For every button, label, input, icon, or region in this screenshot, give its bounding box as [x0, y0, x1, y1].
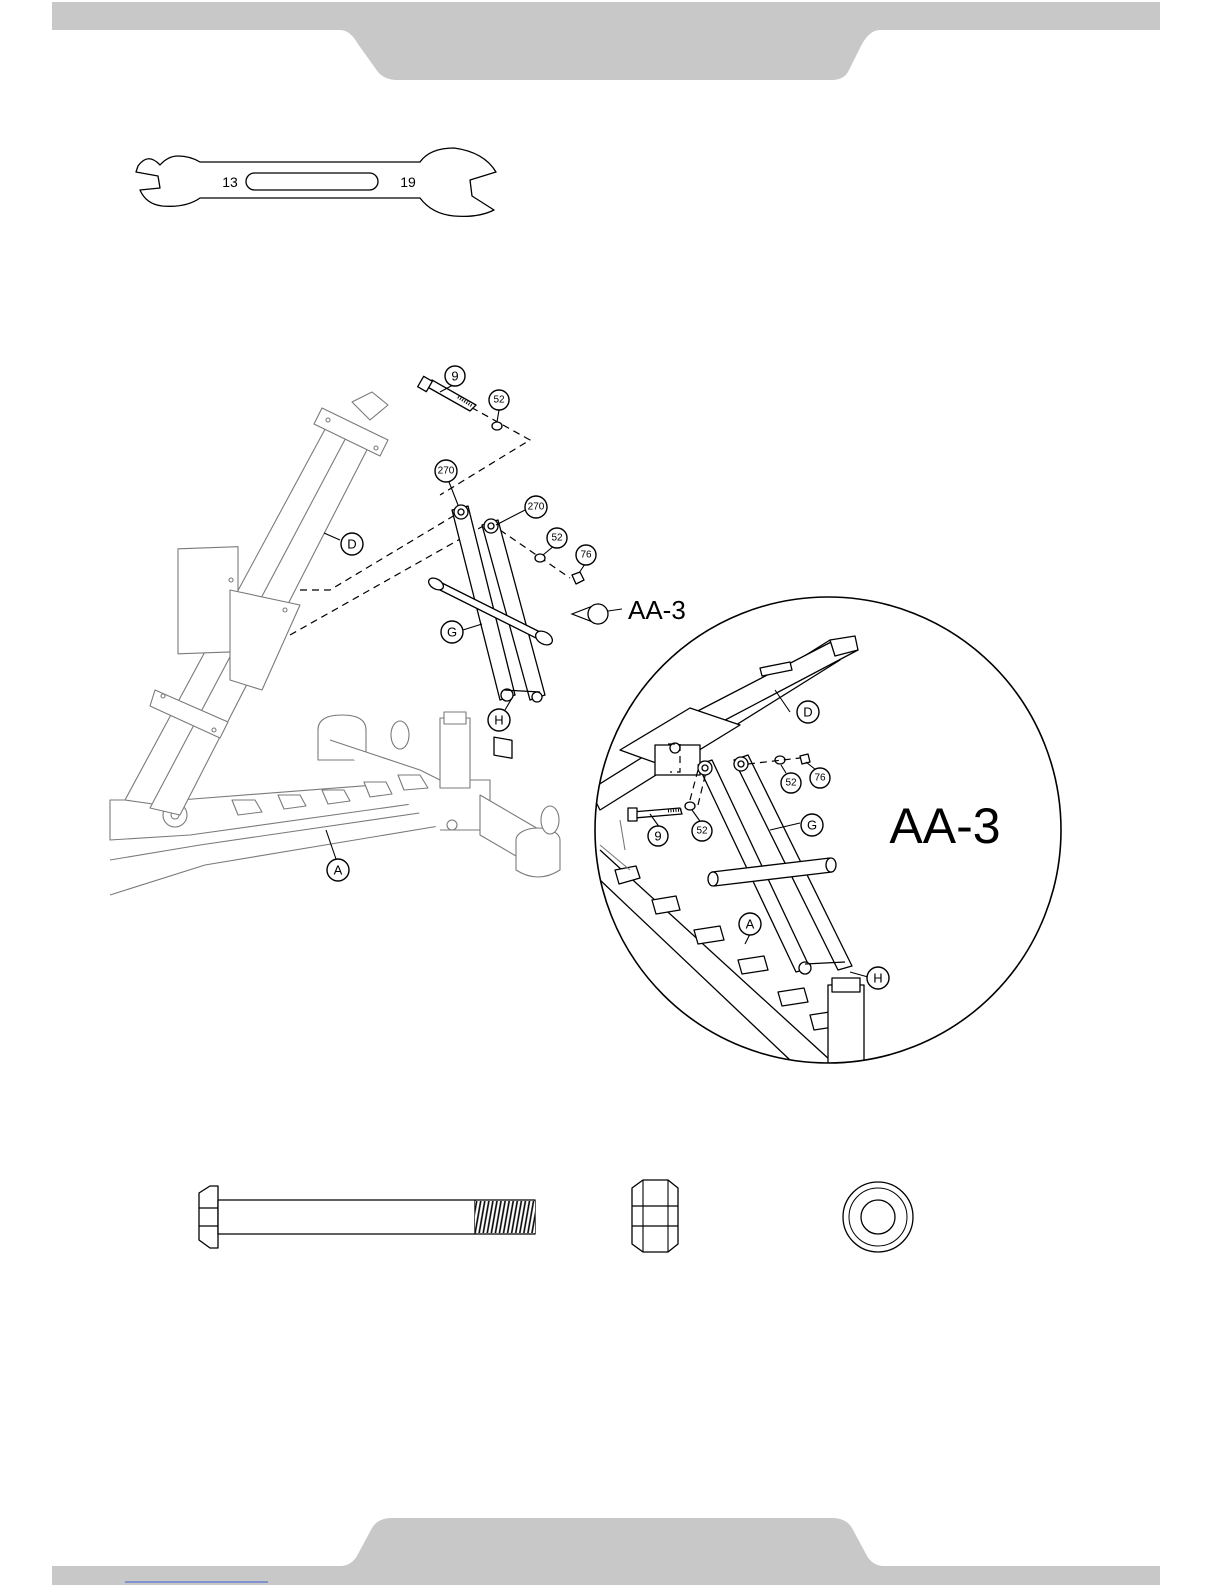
hardware-nut [632, 1180, 678, 1252]
wrench-tool: 13 19 [136, 148, 496, 216]
label-detail-a: A [746, 917, 755, 932]
callout-bolt: 9 [451, 369, 458, 384]
view-label: AA-3 [628, 595, 686, 625]
callout-detail-nut: 76 [814, 773, 826, 784]
footer-band [52, 1518, 1160, 1585]
main-assembly-view: AA-3 9 52 270 270 52 76 D G H A [110, 366, 686, 895]
washer-52-part [492, 422, 502, 430]
view-arrow [572, 604, 622, 624]
callout-nut: 76 [580, 550, 592, 561]
wrench-size-left: 13 [222, 174, 238, 190]
label-arm-g: G [447, 625, 457, 640]
label-detail-h: H [873, 971, 882, 986]
callout-bushing-2: 270 [528, 502, 545, 513]
callout-detail-washer-2: 52 [696, 826, 708, 837]
label-upright-d: D [347, 537, 356, 552]
hardware-bolt [199, 1186, 535, 1248]
callout-detail-bolt: 9 [654, 829, 661, 844]
callout-washer-2: 52 [551, 533, 563, 544]
label-detail-g: G [807, 818, 817, 833]
hardware-washer [843, 1182, 913, 1252]
label-arm-h: H [494, 713, 503, 728]
callout-detail-washer-1: 52 [785, 778, 797, 789]
callout-washer: 52 [493, 395, 505, 406]
detail-label: AA-3 [889, 798, 1000, 854]
detail-view-aa3: 52 76 52 9 D G A H AA-3 [590, 597, 1061, 1108]
callout-bushing-1: 270 [438, 466, 455, 477]
wrench-size-right: 19 [400, 174, 416, 190]
label-detail-d: D [803, 705, 812, 720]
label-frame-a: A [334, 863, 343, 878]
header-band [52, 2, 1160, 80]
